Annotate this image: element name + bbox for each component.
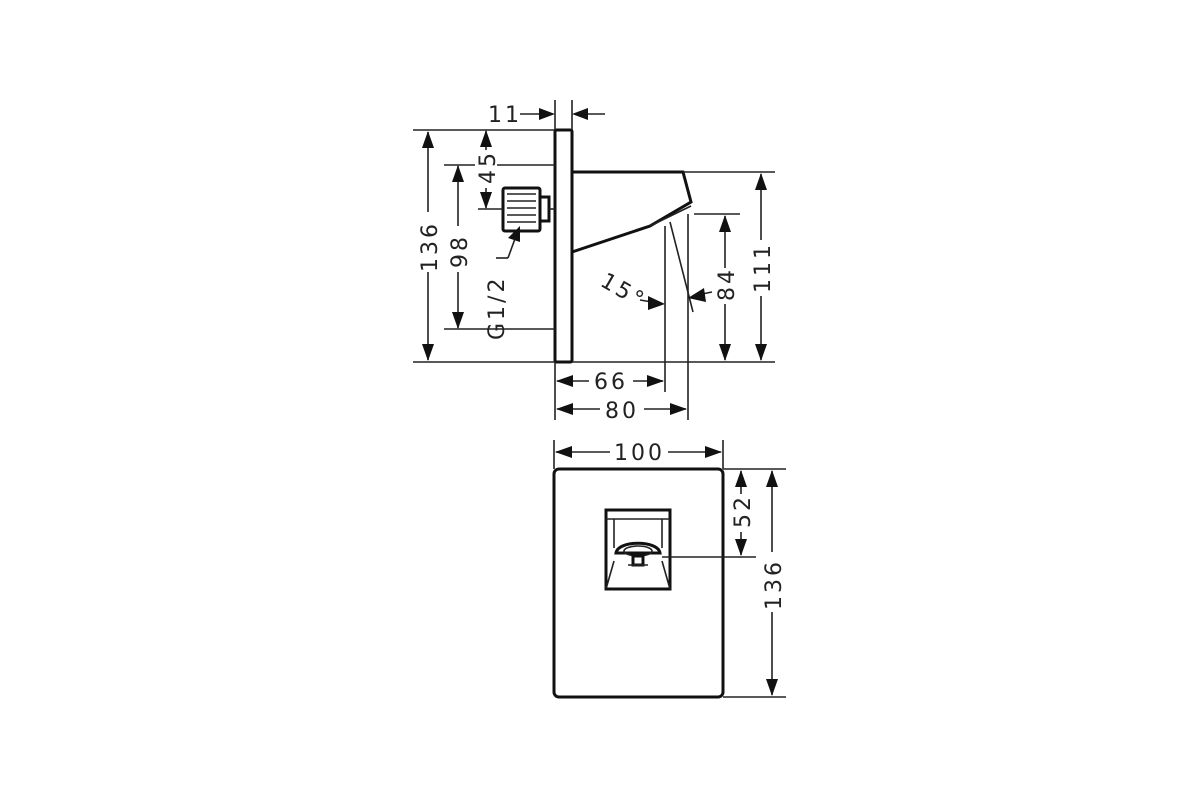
handle-lever [614, 541, 662, 567]
dim-label-projection-80: 80 [605, 399, 639, 424]
dim-label-handle-center: 52 [731, 494, 756, 528]
front-view: 100 52 136 [552, 439, 787, 699]
handle-housing [604, 508, 672, 591]
dim-label-plate-thickness: 11 [488, 103, 522, 128]
dim-label-spout-height: 111 [751, 242, 776, 293]
connector-g12 [501, 186, 555, 233]
dim-label-front-height: 136 [762, 559, 787, 610]
dim-label-outlet-height: 84 [715, 267, 740, 301]
dim-label-angle: 15° [596, 269, 650, 315]
dim-label-thread: G1/2 [485, 276, 510, 340]
dim-label-connector-top: 45 [476, 150, 501, 184]
dim-label-total-height-side: 136 [418, 221, 443, 272]
dim-label-front-width: 100 [614, 441, 665, 466]
wall-plate-side [553, 128, 574, 364]
spout-body [571, 170, 693, 254]
dim-label-projection-66: 66 [594, 370, 628, 395]
cover-plate-front [552, 467, 725, 699]
dim-label-connector-height: 98 [448, 234, 473, 268]
side-view: 11 136 98 45 G1/2 [413, 100, 776, 424]
spout-lip [649, 205, 692, 227]
